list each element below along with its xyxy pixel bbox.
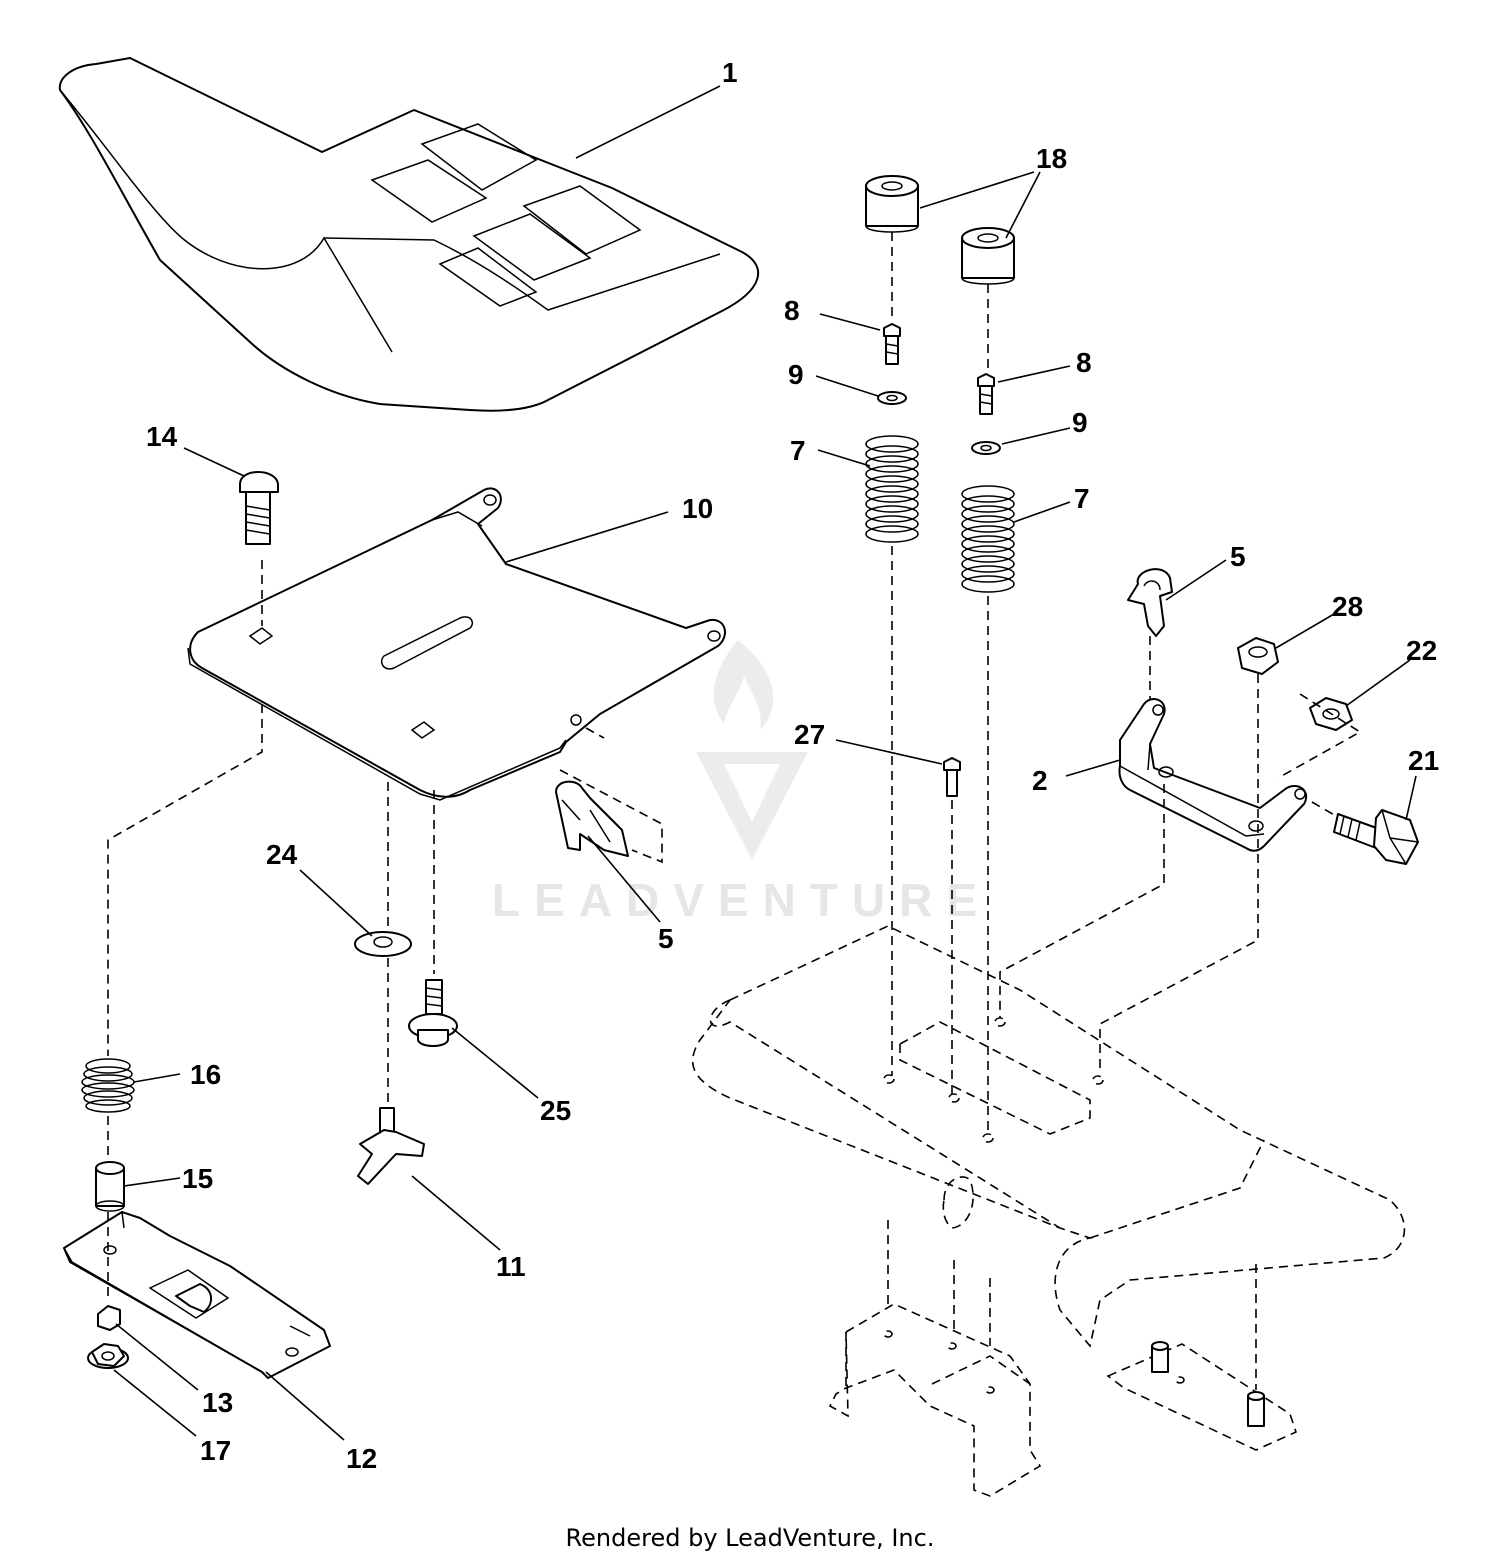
part-flange-nut-top xyxy=(97,1305,121,1331)
callout-7: 7 xyxy=(790,435,806,466)
callout-27: 27 xyxy=(794,719,825,750)
part-spring-right xyxy=(961,485,1015,593)
callout-5: 5 xyxy=(1230,541,1246,572)
part-shoulder-bolt xyxy=(408,979,458,1047)
part-seat xyxy=(58,57,759,412)
part-pivot-bolt xyxy=(1333,809,1419,865)
callout-5: 5 xyxy=(658,923,674,954)
callout-1: 1 xyxy=(722,57,738,88)
part-clip-left xyxy=(555,780,629,857)
callout-17: 17 xyxy=(200,1435,231,1466)
callout-8: 8 xyxy=(784,295,800,326)
part-small-spring xyxy=(81,1058,135,1113)
callout-15: 15 xyxy=(182,1163,213,1194)
part-screw-center xyxy=(943,757,961,797)
callout-2: 2 xyxy=(1032,765,1048,796)
part-washer-right xyxy=(971,441,1001,455)
leader-lines xyxy=(113,85,1417,1441)
tractor-frame-outline xyxy=(691,925,1406,1497)
part-seat-bracket xyxy=(63,1211,331,1379)
part-pivot-bracket xyxy=(1118,698,1307,852)
callout-9: 9 xyxy=(788,359,804,390)
callout-24: 24 xyxy=(266,839,298,870)
part-washer xyxy=(354,931,412,957)
callout-21: 21 xyxy=(1408,745,1439,776)
part-screw-left xyxy=(883,323,901,365)
seat-assembly-diagram: LEADVENTURE xyxy=(58,57,1439,1497)
callout-9: 9 xyxy=(1072,407,1088,438)
callout-25: 25 xyxy=(540,1095,571,1126)
callout-28: 28 xyxy=(1332,591,1363,622)
footer-credit: Rendered by LeadVenture, Inc. xyxy=(565,1524,935,1552)
callout-13: 13 xyxy=(202,1387,233,1418)
part-spacer xyxy=(95,1161,125,1212)
part-seat-pan xyxy=(187,487,726,801)
part-knob xyxy=(357,1107,425,1185)
callout-22: 22 xyxy=(1406,635,1437,666)
part-rubber-spacer-left xyxy=(865,175,919,233)
leadventure-watermark: LEADVENTURE xyxy=(492,640,991,926)
callout-14: 14 xyxy=(146,421,178,452)
part-screw-right xyxy=(977,373,995,415)
callout-18: 18 xyxy=(1036,143,1067,174)
part-carriage-bolt xyxy=(239,471,279,545)
part-clip-right xyxy=(1127,568,1173,637)
callout-8: 8 xyxy=(1076,347,1092,378)
part-flange-nut-bottom xyxy=(87,1343,129,1369)
callout-11: 11 xyxy=(496,1251,526,1282)
assembly-lines xyxy=(107,232,1362,1300)
part-hex-nut xyxy=(1237,637,1279,675)
callout-7: 7 xyxy=(1074,483,1090,514)
frame-studs xyxy=(1151,1341,1265,1427)
part-washer-left xyxy=(877,391,907,405)
watermark-text: LEADVENTURE xyxy=(492,874,991,926)
callout-labels: 1 18 8 8 9 9 7 7 14 10 5 5 28 22 21 2 27… xyxy=(146,57,1439,1474)
callout-16: 16 xyxy=(190,1059,221,1090)
part-spring-left xyxy=(865,435,919,543)
callout-10: 10 xyxy=(682,493,713,524)
part-rubber-spacer-right xyxy=(961,227,1015,285)
callout-12: 12 xyxy=(346,1443,377,1474)
